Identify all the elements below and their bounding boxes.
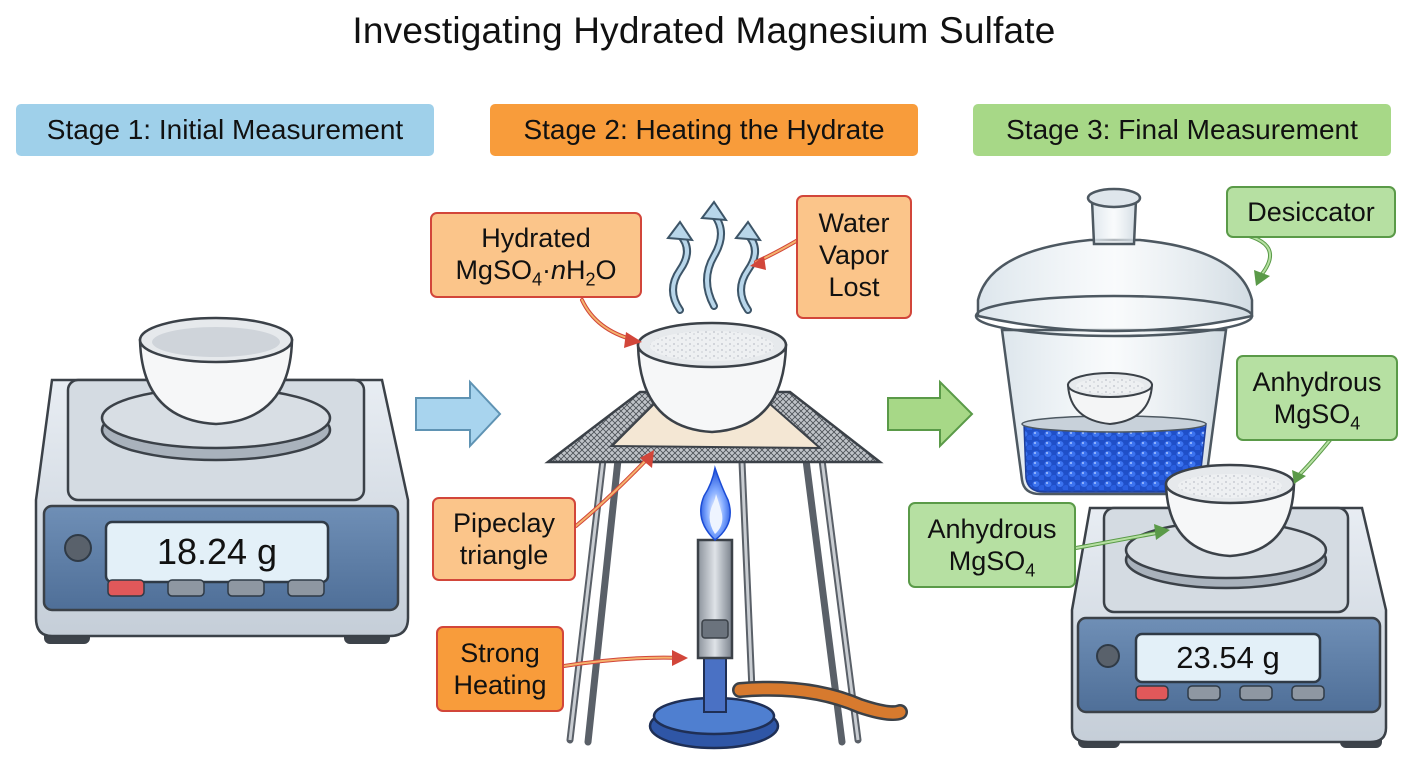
label-strong-line1: Strong — [460, 638, 540, 668]
label-anhydrous-right-line2: MgSO4 — [1273, 399, 1361, 434]
digital-balance-icon — [1070, 506, 1388, 748]
bunsen-burner-icon — [648, 538, 908, 750]
stage-2-heading: Stage 2: Heating the Hydrate — [490, 104, 918, 156]
desiccator-icon — [974, 187, 1254, 496]
crucible-icon — [636, 321, 788, 434]
crucible-icon — [1164, 463, 1296, 558]
page-title: Investigating Hydrated Magnesium Sulfate — [352, 10, 1056, 51]
label-water-vapor-lost: Water Vapor Lost — [796, 195, 912, 319]
label-hydrated-mgso4: Hydrated MgSO4·nH2O — [430, 212, 642, 298]
balance-reading-final: 23.54 g — [1176, 640, 1280, 675]
label-hydrated-line2: MgSO4·nH2O — [455, 255, 617, 290]
label-water-line3: Lost — [828, 272, 880, 302]
label-pipeclay-line1: Pipeclay — [452, 508, 556, 538]
label-hydrated-line1: Hydrated — [481, 223, 591, 253]
arrow-right-icon — [887, 379, 974, 449]
label-anhydrous-right-line1: Anhydrous — [1252, 367, 1382, 397]
label-water-line1: Water — [818, 208, 890, 238]
label-strong-line2: Heating — [453, 670, 547, 700]
label-desiccator: Desiccator — [1226, 186, 1396, 238]
label-pipeclay-line2: triangle — [459, 540, 549, 570]
arrow-right-icon — [415, 379, 502, 449]
steam-icon — [669, 211, 759, 314]
tripod-icon — [544, 390, 884, 746]
label-anhydrous-left-line2: MgSO4 — [948, 546, 1036, 581]
flame-icon — [700, 465, 731, 541]
label-pipeclay-triangle: Pipeclay triangle — [432, 497, 576, 581]
label-anhydrous-mgso4-balance: Anhydrous MgSO4 — [908, 502, 1076, 588]
label-anhydrous-left-line1: Anhydrous — [927, 514, 1057, 544]
stage-3-heading: Stage 3: Final Measurement — [973, 104, 1391, 156]
label-anhydrous-mgso4-desiccator: Anhydrous MgSO4 — [1236, 355, 1398, 441]
digital-balance-icon — [34, 378, 410, 644]
crucible-icon — [138, 316, 294, 426]
balance-reading-initial: 18.24 g — [156, 531, 278, 572]
label-strong-heating: Strong Heating — [436, 626, 564, 712]
label-water-line2: Vapor — [818, 240, 890, 270]
stage-1-heading: Stage 1: Initial Measurement — [16, 104, 434, 156]
